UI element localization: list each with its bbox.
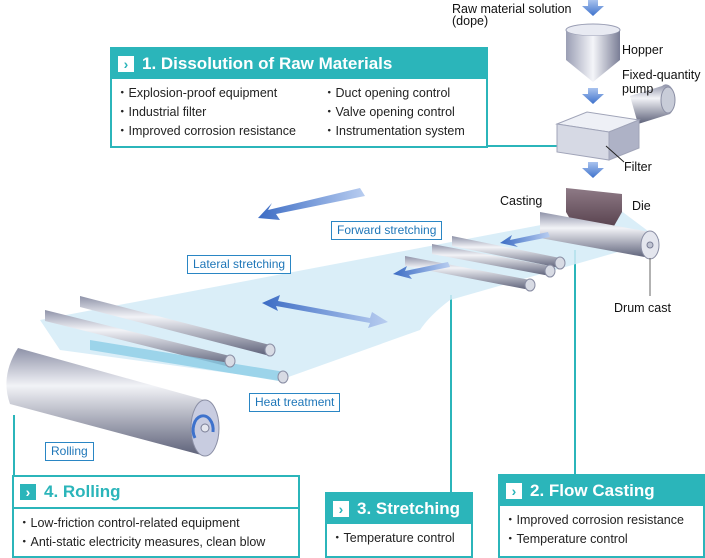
stage-1-panel: › 1. Dissolution of Raw Materials Explos… [110, 47, 488, 148]
stage-1-list-left: Explosion-proof equipment Industrial fil… [112, 79, 319, 146]
list-item: Improved corrosion resistance [120, 122, 315, 141]
stage-4-panel: › 4. Rolling Low-friction control-relate… [12, 475, 300, 558]
drum-cast-label: Drum cast [614, 301, 671, 315]
heat-treatment-tag: Heat treatment [249, 393, 341, 412]
drum-cast-icon [540, 212, 660, 296]
die-label: Die [632, 199, 651, 213]
down-arrow-icon [582, 0, 604, 16]
stage-1-header: › 1. Dissolution of Raw Materials [112, 49, 486, 79]
chevron-right-icon: › [506, 483, 522, 499]
hopper-label: Hopper [622, 43, 663, 57]
raw-material-sub-label: (dope) [452, 14, 489, 28]
down-arrow-icon [582, 162, 604, 178]
list-item: Industrial filter [120, 103, 315, 122]
list-item: Temperature control [335, 529, 463, 548]
chevron-right-icon: › [20, 484, 36, 500]
stage-3-panel: › 3. Stretching Temperature control [325, 492, 473, 558]
raw-material-label: Raw material solution [452, 2, 572, 16]
stage-2-panel: › 2. Flow Casting Improved corrosion res… [498, 474, 705, 558]
down-arrow-icon [582, 88, 604, 104]
connector-lines [13, 145, 576, 492]
stage-2-header: › 2. Flow Casting [500, 476, 703, 506]
stage-4-title: 4. Rolling [44, 482, 121, 501]
forward-stretching-tag: Forward stretching [331, 221, 443, 240]
stage-4-header: › 4. Rolling [14, 477, 298, 509]
stage-2-list: Improved corrosion resistance Temperatur… [500, 506, 703, 554]
hopper-icon [565, 23, 621, 82]
stage-1-list-right: Duct opening control Valve opening contr… [319, 79, 469, 146]
direction-arrow-icon [500, 232, 550, 247]
direction-arrow-icon [393, 262, 450, 279]
stage-3-title: 3. Stretching [357, 499, 460, 518]
filter-icon [555, 111, 641, 163]
list-item: Improved corrosion resistance [508, 511, 695, 530]
filter-label: Filter [624, 160, 652, 174]
rolling-drum-icon [6, 348, 220, 457]
stage-3-list: Temperature control [327, 524, 471, 553]
list-item: Duct opening control [327, 84, 465, 103]
lateral-stretching-tag: Lateral stretching [187, 255, 292, 274]
pump-label-line1: Fixed-quantity [622, 68, 701, 82]
stage-3-header: › 3. Stretching [327, 494, 471, 524]
rolling-tag: Rolling [45, 442, 94, 461]
list-item: Valve opening control [327, 103, 465, 122]
pump-icon [630, 84, 676, 124]
casting-label: Casting [500, 194, 543, 208]
list-item: Anti-static electricity measures, clean … [22, 533, 290, 552]
list-item: Temperature control [508, 530, 695, 549]
stage-1-title: 1. Dissolution of Raw Materials [142, 54, 393, 73]
stage-4-list: Low-friction control-related equipment A… [14, 509, 298, 557]
heat-treatment-rollers [45, 296, 289, 384]
list-item: Low-friction control-related equipment [22, 514, 290, 533]
lateral-arrow-icon [262, 295, 388, 328]
die-icon [566, 188, 622, 226]
chevron-right-icon: › [333, 501, 349, 517]
pump-label-line2: pump [622, 82, 654, 96]
rotation-arrow-icon [191, 414, 215, 439]
list-item: Instrumentation system [327, 122, 465, 141]
direction-arrow-icon [258, 188, 365, 220]
stage-2-title: 2. Flow Casting [530, 481, 655, 500]
chevron-right-icon: › [118, 56, 134, 72]
list-item: Explosion-proof equipment [120, 84, 315, 103]
